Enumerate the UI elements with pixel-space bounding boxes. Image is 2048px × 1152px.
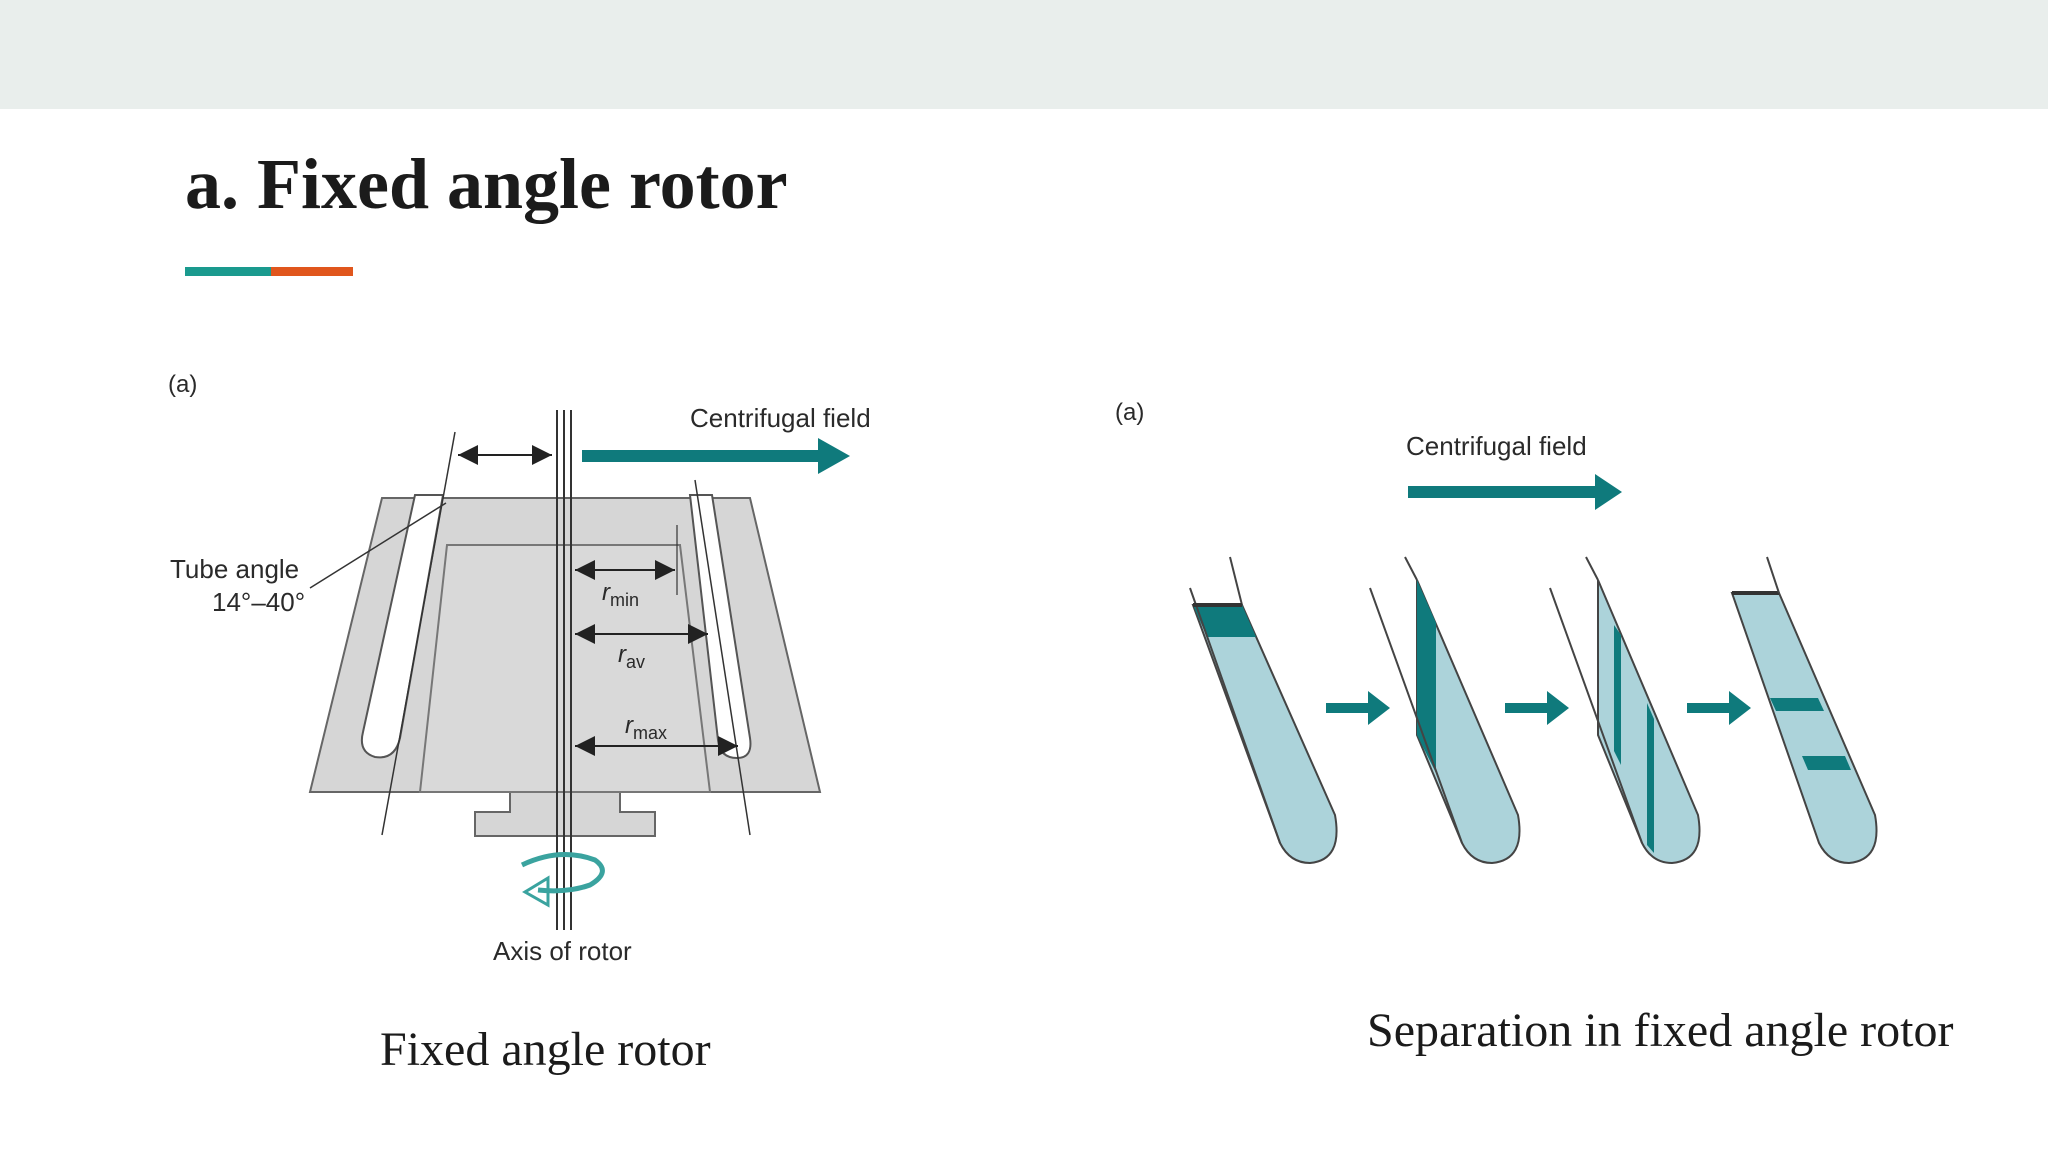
r-max-label: rmax	[625, 712, 667, 743]
separation-panel-label: (a)	[1115, 399, 1144, 426]
tube-2	[1369, 556, 1521, 865]
rotor-field-arrow-shaft	[582, 450, 822, 462]
rotor-panel-label: (a)	[168, 371, 197, 398]
caption-separation: Separation in fixed angle rotor	[1367, 1004, 1954, 1057]
rotor-field-arrow-head	[818, 438, 850, 474]
separation-diagram: (a) Centrifugal field	[1115, 399, 1878, 865]
caption-fixed-angle-rotor: Fixed angle rotor	[380, 1023, 711, 1076]
tube-angle-range: 14°–40°	[212, 587, 305, 617]
rotation-arrow-head-icon	[522, 875, 550, 908]
tube-4	[1730, 556, 1878, 865]
axis-of-rotor-label: Axis of rotor	[493, 936, 632, 966]
step-arrow-1	[1326, 691, 1390, 725]
left-tube-axis-line	[381, 431, 456, 836]
r-av-label: rav	[618, 641, 645, 672]
right-tube-axis-line	[694, 479, 751, 836]
tube-angle-leader	[309, 502, 447, 589]
header-band	[0, 0, 2048, 109]
tube-1	[1189, 556, 1338, 865]
slide-title: a. Fixed angle rotor	[185, 144, 788, 224]
rotation-arrow-icon	[520, 852, 605, 894]
rotor-field-label: Centrifugal field	[690, 403, 871, 433]
fixed-angle-rotor-diagram: (a) Tube angle 14°–40° Centrifugal field…	[168, 371, 871, 966]
tube-angle-label: Tube angle	[170, 554, 299, 584]
separation-field-arrow-shaft	[1408, 486, 1598, 498]
step-arrow-2	[1505, 691, 1569, 725]
r-min-label: rmin	[602, 579, 639, 610]
accent-bar-teal	[185, 267, 271, 276]
separation-field-label: Centrifugal field	[1406, 431, 1587, 461]
step-arrow-3	[1687, 691, 1751, 725]
accent-bar-orange	[271, 267, 353, 276]
tube-3	[1549, 556, 1701, 865]
separation-field-arrow-head	[1595, 474, 1622, 510]
